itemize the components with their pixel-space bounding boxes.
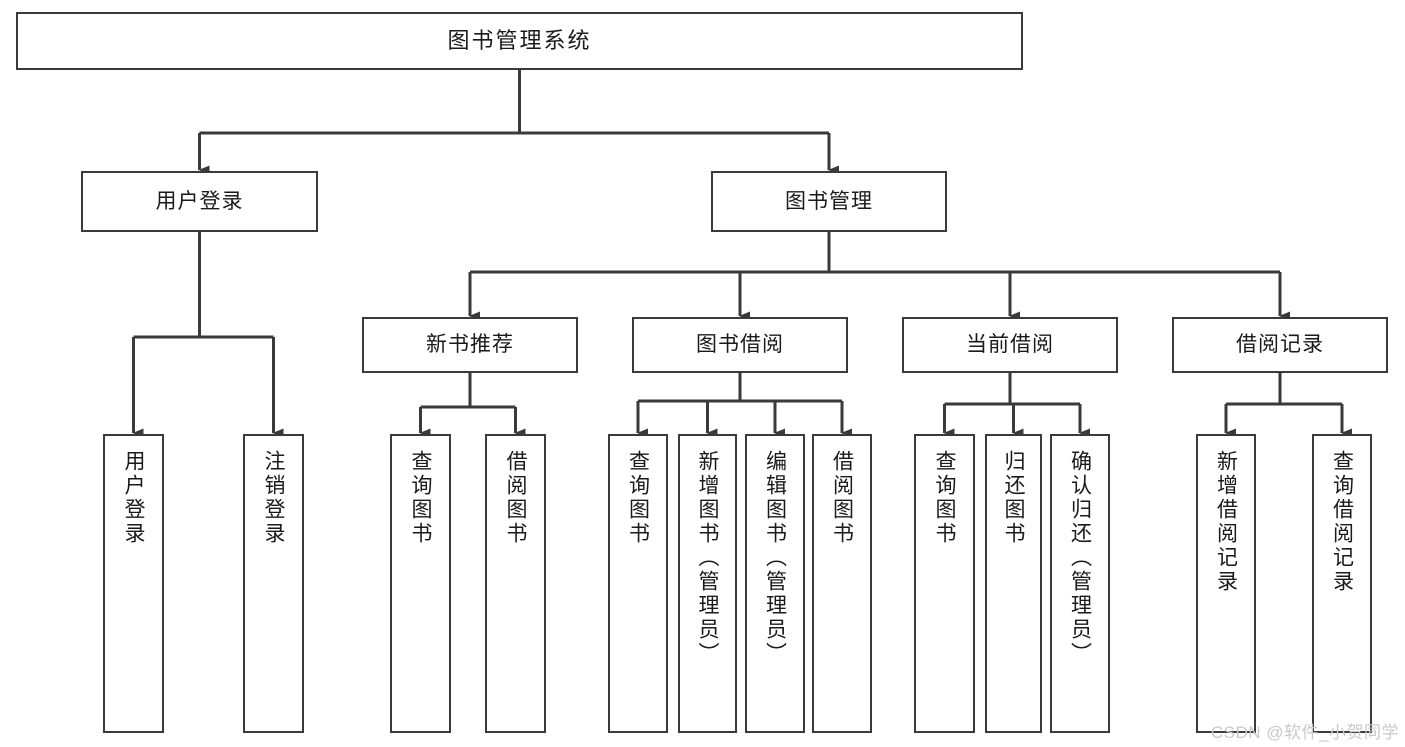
node-label: 查询图书 — [409, 450, 432, 546]
node-leaf-query-book-2[interactable]: 查询图书 — [608, 434, 668, 733]
node-label: 图书管理 — [785, 189, 873, 213]
node-new-book-rec[interactable]: 新书推荐 — [362, 317, 578, 373]
node-label: 注销登录 — [262, 450, 285, 546]
node-label: 查询图书 — [626, 450, 650, 546]
node-label: 借阅图书 — [504, 450, 527, 546]
node-label: 用户登录 — [155, 189, 244, 213]
node-leaf-query-book-3[interactable]: 查询图书 — [914, 434, 975, 733]
csdn-watermark: CSDN @软件_小贺同学 — [1210, 723, 1399, 742]
node-label: 借阅记录 — [1236, 333, 1324, 357]
node-label: 归还图书 — [1002, 450, 1025, 546]
node-label: 查询借阅记录 — [1330, 450, 1354, 594]
node-label: 新书推荐 — [426, 333, 514, 357]
node-label: 编辑图书（管理员） — [763, 450, 787, 666]
node-leaf-logout[interactable]: 注销登录 — [243, 434, 304, 733]
node-label: 新增借阅记录 — [1214, 450, 1238, 594]
node-label: 图书借阅 — [696, 333, 784, 357]
node-book-admin[interactable]: 图书管理 — [711, 171, 947, 232]
node-label: 用户登录 — [122, 450, 145, 546]
node-label: 确认归还（管理员） — [1068, 450, 1092, 666]
node-borrow-record[interactable]: 借阅记录 — [1172, 317, 1388, 373]
node-book-borrow[interactable]: 图书借阅 — [632, 317, 848, 373]
node-user-login[interactable]: 用户登录 — [81, 171, 318, 232]
node-leaf-user-login[interactable]: 用户登录 — [103, 434, 164, 733]
node-leaf-query-book-1[interactable]: 查询图书 — [390, 434, 451, 733]
node-root[interactable]: 图书管理系统 — [16, 12, 1023, 70]
node-leaf-borrow-book-2[interactable]: 借阅图书 — [812, 434, 872, 733]
node-leaf-return-book[interactable]: 归还图书 — [985, 434, 1042, 733]
node-leaf-add-book[interactable]: 新增图书（管理员） — [678, 434, 737, 733]
node-leaf-query-record[interactable]: 查询借阅记录 — [1312, 434, 1372, 733]
node-leaf-borrow-book-1[interactable]: 借阅图书 — [485, 434, 546, 733]
node-current-borrow[interactable]: 当前借阅 — [902, 317, 1118, 373]
node-label: 新增图书（管理员） — [696, 450, 719, 666]
node-leaf-edit-book[interactable]: 编辑图书（管理员） — [745, 434, 805, 733]
node-label: 当前借阅 — [966, 333, 1054, 357]
node-leaf-confirm-return[interactable]: 确认归还（管理员） — [1050, 434, 1110, 733]
node-label: 借阅图书 — [830, 450, 854, 546]
node-label: 图书管理系统 — [447, 27, 592, 53]
node-label: 查询图书 — [933, 450, 956, 546]
node-leaf-add-record[interactable]: 新增借阅记录 — [1196, 434, 1256, 733]
